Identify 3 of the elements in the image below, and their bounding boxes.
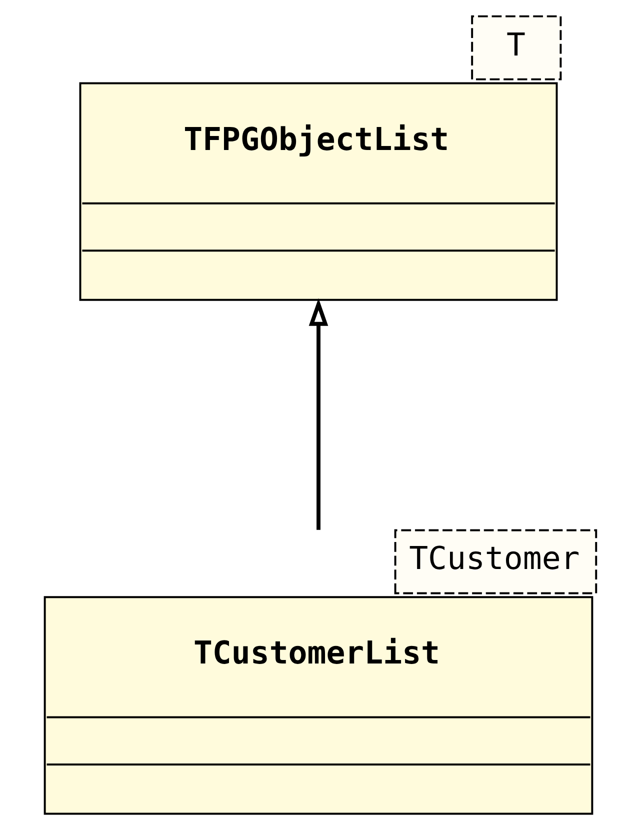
arrow	[308, 298, 328, 530]
node-label: T	[506, 27, 526, 64]
node-label: TCustomer	[409, 541, 580, 578]
